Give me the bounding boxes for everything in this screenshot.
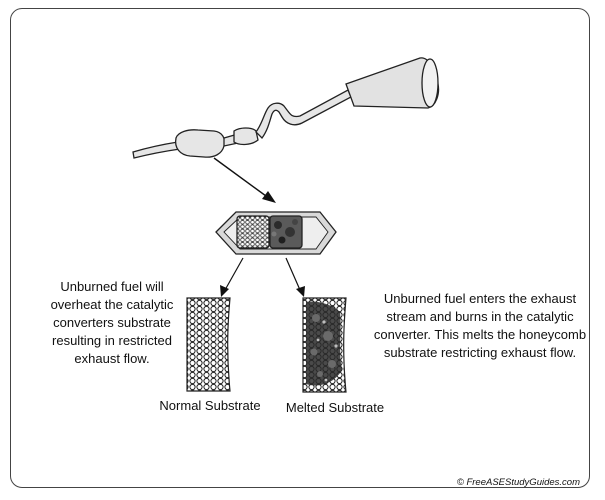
right-caption-line: Unburned fuel enters the exhaust [383,291,577,306]
copyright-notice: © FreeASEStudyGuides.com [456,477,580,488]
left-caption-line: exhaust flow. [74,351,150,366]
right-caption-line: substrate restricting exhaust flow. [383,345,577,360]
right-caption-line: stream and burns in the catalytic [386,309,574,324]
resonator [233,127,259,146]
branch-arrows [220,257,305,297]
converter-normal-core [236,215,270,249]
left-caption-line: Unburned fuel will [60,279,164,294]
normal-substrate-label: Normal Substrate [159,398,261,413]
pipe-converter [174,129,226,158]
converter-melted-texture [271,219,298,244]
left-caption-line: overheat the catalytic [50,297,174,312]
melted-substrate-label: Melted Substrate [285,400,385,415]
exhaust-system [132,57,440,159]
left-caption-line: converters substrate [53,315,171,330]
zoom-arrow [213,157,276,203]
melted-substrate [302,297,347,393]
bend-pipe [255,89,352,139]
right-caption-line: converter. This melts the honeycomb [373,327,587,342]
inlet-pipe [132,141,181,159]
muffler-outlet [421,58,439,108]
left-caption-line: resulting in restricted [52,333,172,348]
converter-cutaway [215,211,337,255]
normal-substrate [186,297,231,392]
right-caption: Unburned fuel enters the exhaust stream … [370,290,590,362]
left-caption: Unburned fuel will overheat the catalyti… [28,278,196,368]
